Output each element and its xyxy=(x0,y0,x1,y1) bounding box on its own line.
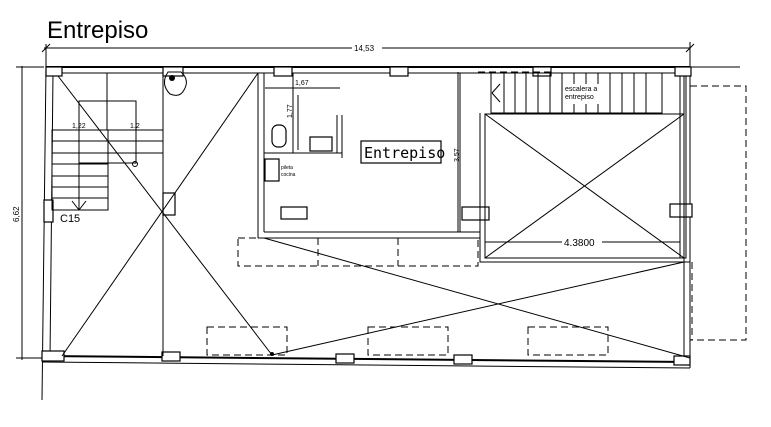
dashed-outlines xyxy=(206,85,747,356)
svg-text:6,62: 6,62 xyxy=(12,206,21,222)
tree-symbol xyxy=(164,71,187,96)
plan-title: Entrepiso xyxy=(47,17,148,44)
left-staircase: 1,22 1.2 xyxy=(51,73,164,356)
stair-dim-a: 1,22 xyxy=(72,123,86,130)
sink-icon xyxy=(264,158,280,182)
svg-text:14,53: 14,53 xyxy=(354,44,375,53)
dimension-total-height: 6,62 xyxy=(12,66,44,360)
stair-dim-b: 1.2 xyxy=(130,123,140,130)
void-cross-lower xyxy=(263,237,691,359)
svg-text:cocina: cocina xyxy=(281,172,296,178)
svg-text:entrepiso: entrepiso xyxy=(565,94,594,101)
toilet-icon xyxy=(271,124,287,148)
right-staircase: escalera a entrepiso xyxy=(478,71,663,114)
room-label: Entrepiso xyxy=(364,144,445,162)
svg-text:pileta: pileta xyxy=(281,165,293,171)
mezzanine-room: 1,67 1,77 pileta cocina Entrepiso 3,57 xyxy=(257,72,480,239)
void-cross-left xyxy=(57,72,273,357)
columns xyxy=(41,66,693,366)
void-right: 4.3800 xyxy=(479,75,690,263)
dimension-total-width: 14,53 xyxy=(41,42,695,70)
void-dim: 4.3800 xyxy=(564,238,595,249)
shower-tray xyxy=(309,136,333,152)
bath-dim-width: 1,67 xyxy=(295,80,309,87)
bath-dim-depth: 1,77 xyxy=(287,104,294,118)
svg-text:escalera a: escalera a xyxy=(565,86,597,93)
column-label: C15 xyxy=(60,213,80,225)
mezzanine-dim: 3,57 xyxy=(454,148,461,162)
